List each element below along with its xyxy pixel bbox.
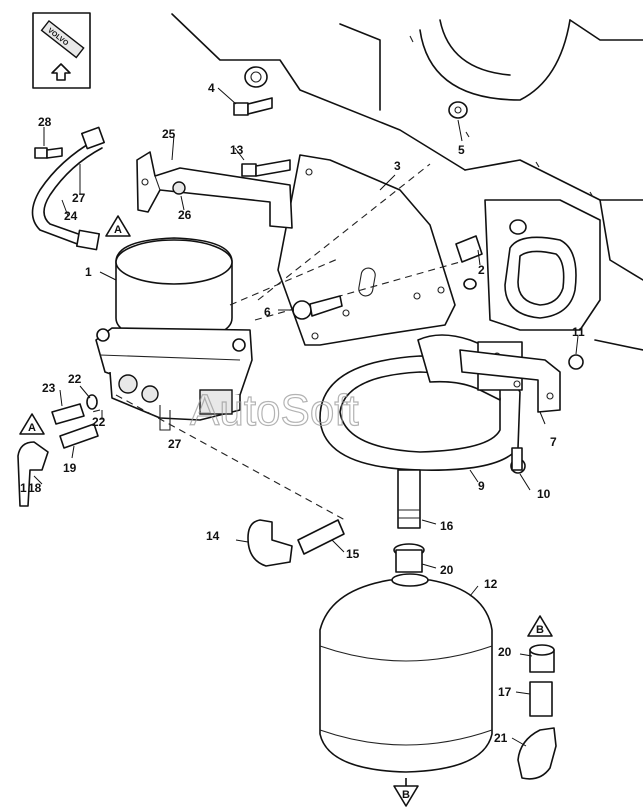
callout-28: 28 bbox=[38, 115, 52, 129]
callout-20-upper: 20 bbox=[440, 563, 454, 577]
callout-16: 16 bbox=[440, 519, 454, 533]
callout-2: 2 bbox=[478, 263, 485, 277]
nut-11 bbox=[568, 354, 584, 370]
ref-letter: A bbox=[28, 422, 36, 434]
washer-22 bbox=[86, 394, 98, 410]
fitting-19 bbox=[59, 423, 99, 449]
callout-22-left: 22 bbox=[68, 372, 82, 386]
callout-19: 19 bbox=[63, 461, 77, 475]
callout-26: 26 bbox=[178, 208, 192, 222]
callout-21: 21 bbox=[494, 731, 508, 745]
callout-5: 5 bbox=[458, 143, 465, 157]
connector-16 bbox=[397, 469, 421, 529]
callout-17: 17 bbox=[498, 685, 512, 699]
callout-23: 23 bbox=[42, 381, 56, 395]
ref-marker-b-1: B bbox=[527, 615, 553, 637]
spacer-2 bbox=[455, 235, 483, 290]
callout-1: 1 bbox=[85, 265, 92, 279]
pipe-24 bbox=[31, 126, 105, 251]
ref-letter: A bbox=[114, 224, 122, 236]
callout-11: 11 bbox=[572, 325, 585, 339]
bolt-13 bbox=[241, 159, 291, 177]
adapter-20-lower bbox=[529, 644, 555, 673]
callout-13: 13 bbox=[230, 143, 244, 157]
ref-letter: B bbox=[402, 789, 410, 801]
bolt-4 bbox=[233, 97, 273, 116]
elbow-14 bbox=[247, 519, 293, 567]
fitting-15 bbox=[297, 519, 345, 555]
callout-labels: 1 2 3 4 5 6 7 18 9 10 11 12 13 14 15 16 … bbox=[20, 81, 585, 745]
callout-14: 14 bbox=[206, 529, 220, 543]
callout-3: 3 bbox=[394, 159, 401, 173]
air-dryer-1 bbox=[95, 237, 253, 431]
alignment-lines bbox=[91, 163, 461, 521]
callout-18-prefix: 1 bbox=[20, 481, 27, 495]
nut-5 bbox=[448, 101, 468, 119]
callout-24: 24 bbox=[64, 209, 78, 223]
callout-12: 12 bbox=[484, 577, 498, 591]
bracket-25 bbox=[136, 151, 293, 229]
bracket-7 bbox=[459, 349, 561, 413]
ref-marker-b-2: B bbox=[393, 778, 419, 807]
callout-25: 25 bbox=[162, 127, 176, 141]
leader-lines bbox=[33, 87, 579, 747]
callout-9: 9 bbox=[478, 479, 485, 493]
watermark: AutoSoft bbox=[190, 386, 359, 435]
strap-9 bbox=[319, 334, 523, 471]
callout-22-right: 22 bbox=[92, 415, 106, 429]
callout-4: 4 bbox=[208, 81, 215, 95]
callout-20-lower: 20 bbox=[498, 645, 512, 659]
fasteners bbox=[17, 97, 584, 780]
fitting-17 bbox=[529, 681, 553, 717]
bolt-10 bbox=[510, 447, 526, 474]
frame-background bbox=[171, 13, 643, 351]
mounting-bracket-3 bbox=[277, 154, 456, 346]
callout-7: 7 bbox=[550, 435, 557, 449]
air-tank-12 bbox=[319, 573, 493, 773]
adapter-20-upper bbox=[393, 543, 425, 573]
up-arrow-icon bbox=[51, 63, 71, 81]
orientation-badge: VOLVO bbox=[32, 12, 91, 89]
callout-6: 6 bbox=[264, 305, 271, 319]
ref-marker-a-2: A bbox=[19, 413, 45, 435]
callout-27-top: 27 bbox=[72, 191, 86, 205]
callout-10: 10 bbox=[537, 487, 551, 501]
elbow-21 bbox=[517, 727, 557, 780]
fitting-23 bbox=[51, 403, 85, 425]
bolt-28 bbox=[34, 147, 63, 159]
ref-marker-a-1: A bbox=[105, 215, 131, 237]
callout-15: 15 bbox=[346, 547, 360, 561]
elbow-18 bbox=[17, 441, 49, 507]
callout-27-bottom: 27 bbox=[168, 437, 182, 451]
ref-letter: B bbox=[536, 624, 544, 636]
callout-8: 18 bbox=[28, 481, 42, 495]
